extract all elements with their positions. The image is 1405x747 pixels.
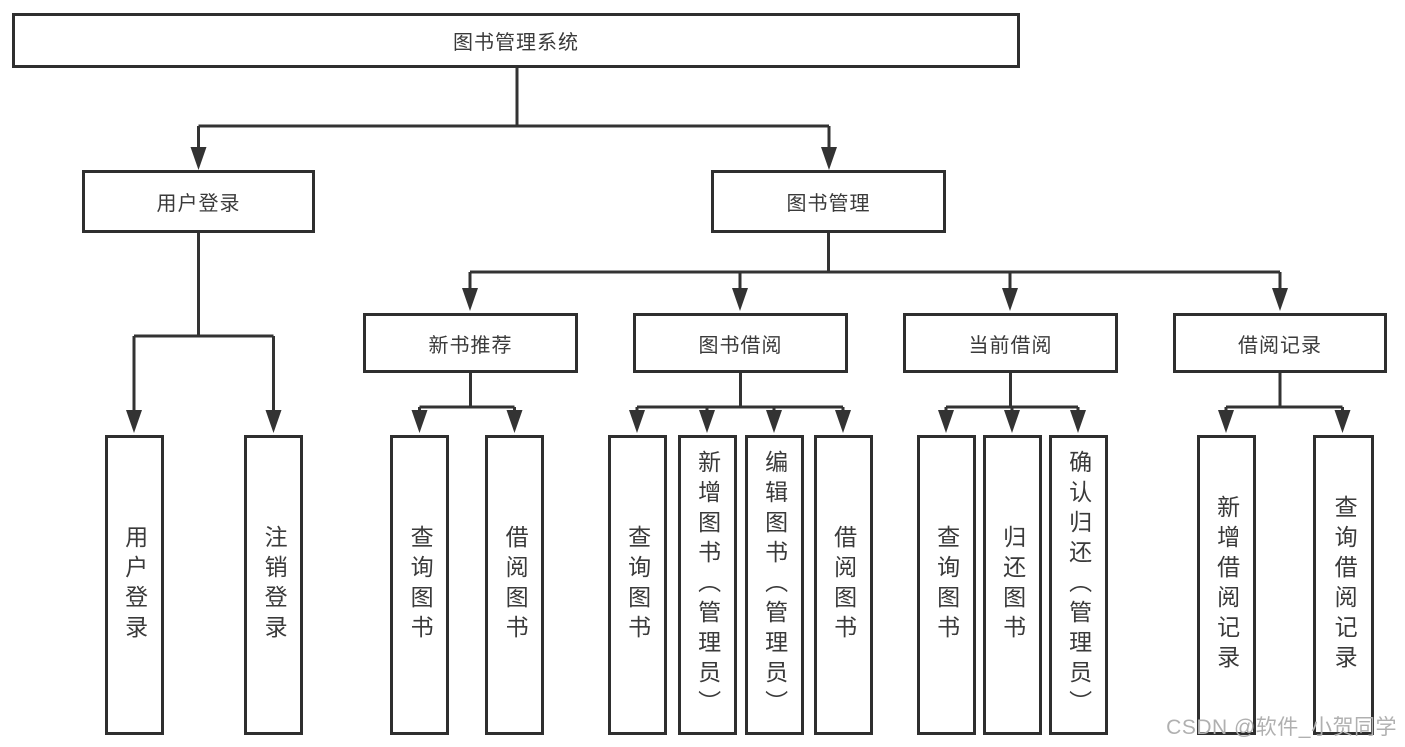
node-label: 用户登录: [121, 525, 148, 645]
node-label: 图书借阅: [698, 334, 783, 357]
node-label: 确认归还（管理员）: [1065, 450, 1092, 720]
node-label: 图书管理系统: [453, 32, 579, 54]
leaf-query-books-recommend: 查询图书: [390, 435, 449, 735]
node-label: 归还图书: [999, 525, 1026, 645]
node-label: 新书推荐: [428, 334, 513, 357]
leaf-user-login: 用户登录: [104, 435, 164, 735]
node-label: 查询图书: [407, 525, 434, 645]
node-book-borrowing: 图书借阅: [633, 313, 848, 373]
leaf-logout: 注销登录: [244, 435, 303, 735]
node-label: 新增借阅记录: [1213, 495, 1240, 675]
leaf-query-borrow-record: 查询借阅记录: [1313, 435, 1374, 735]
watermark: CSDN @软件_小贺同学: [1166, 716, 1397, 739]
node-label: 用户登录: [156, 193, 241, 215]
leaf-query-books-borrowing: 查询图书: [607, 435, 667, 735]
node-label: 编辑图书（管理员）: [761, 450, 788, 720]
node-label: 新增图书（管理员）: [694, 450, 721, 720]
node-root: 图书管理系统: [12, 13, 1020, 68]
node-label: 图书管理: [786, 193, 871, 215]
leaf-edit-book-admin: 编辑图书（管理员）: [744, 435, 804, 735]
leaf-confirm-return-admin: 确认归还（管理员）: [1048, 435, 1108, 735]
node-borrowing-records: 借阅记录: [1173, 313, 1387, 373]
node-label: 当前借阅: [968, 334, 1053, 357]
node-label: 查询图书: [933, 525, 960, 645]
node-label: 借阅图书: [502, 525, 529, 645]
node-user-login-group: 用户登录: [82, 170, 315, 233]
leaf-borrow-books: 借阅图书: [813, 435, 873, 735]
node-label: 查询借阅记录: [1331, 495, 1358, 675]
leaf-query-books-current: 查询图书: [916, 435, 976, 735]
leaf-add-book-admin: 新增图书（管理员）: [677, 435, 737, 735]
leaf-add-borrow-record: 新增借阅记录: [1196, 435, 1256, 735]
leaf-borrow-books-recommend: 借阅图书: [485, 435, 544, 735]
node-label: 注销登录: [261, 525, 288, 645]
node-current-borrowing: 当前借阅: [903, 313, 1118, 373]
node-book-management: 图书管理: [711, 170, 946, 233]
leaf-return-books: 归还图书: [982, 435, 1042, 735]
node-label: 借阅记录: [1238, 334, 1322, 357]
node-label: 借阅图书: [830, 525, 857, 645]
node-new-book-recommendation: 新书推荐: [363, 313, 578, 373]
arrowhead-icons: [126, 147, 1351, 433]
node-label: 查询图书: [624, 525, 651, 645]
